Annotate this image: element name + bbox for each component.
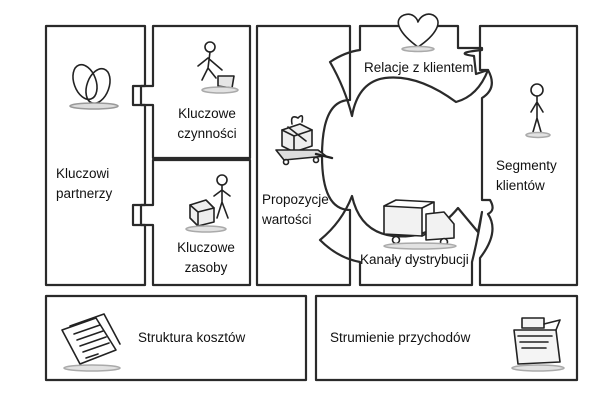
- value-propositions-label: Propozycje wartości: [262, 192, 329, 227]
- invoice-papers-icon: [61, 313, 121, 372]
- cost-structure-label: Struktura kosztów: [138, 330, 246, 345]
- person-working-icon: [197, 41, 239, 94]
- key-resources-block: [139, 158, 252, 287]
- interlocked-rings-icon: [69, 63, 119, 110]
- revenue-streams-label: Strumienie przychodów: [330, 330, 471, 345]
- customer-relationships-label: Relacje z klientem: [364, 60, 474, 75]
- key-activities-label: Kluczowe czynności: [177, 106, 237, 141]
- key-partners-label: Kluczowi partnerzy: [56, 166, 113, 201]
- cost-structure-block: [44, 294, 308, 382]
- channels-label: Kanały dystrybucji: [360, 252, 469, 267]
- customer-segments-label: Segmenty klientów: [496, 158, 557, 193]
- revenue-streams-block: [314, 294, 579, 382]
- delivery-truck-icon: [383, 199, 457, 250]
- customer-segments-block: [478, 24, 579, 287]
- person-with-boxes-icon: [185, 174, 231, 233]
- gift-on-cart-icon: [275, 114, 334, 166]
- heart-icon: [397, 13, 439, 53]
- cash-register-icon: [511, 317, 565, 372]
- key-resources-label: Kluczowe zasoby: [177, 240, 235, 275]
- key-activities-block: [139, 24, 252, 160]
- standing-person-icon: [525, 83, 551, 139]
- customer-relationships-block: [328, 24, 490, 118]
- key-partners-block: [44, 24, 147, 287]
- channels-block: [318, 194, 484, 287]
